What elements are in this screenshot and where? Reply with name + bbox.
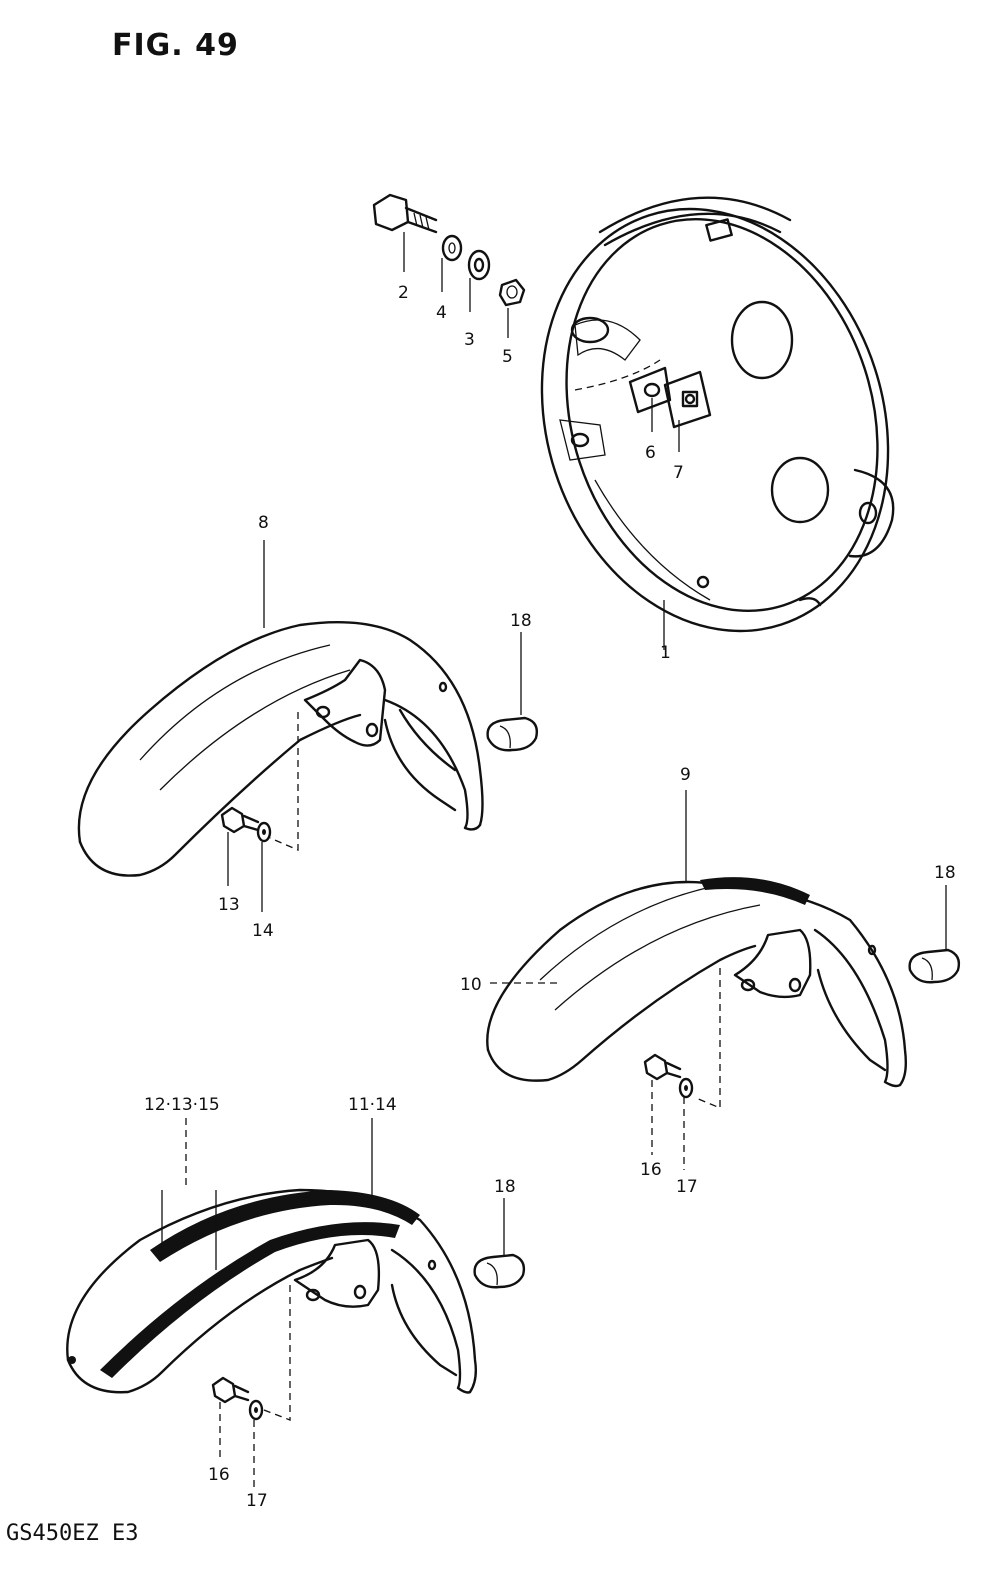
front-fender-9 xyxy=(486,877,908,1088)
callout-9: 9 xyxy=(680,765,691,785)
callout-1: 1 xyxy=(660,643,671,663)
lock-washer-4 xyxy=(441,234,463,262)
model-code: GS450EZ E3 xyxy=(6,1521,139,1546)
callout-3: 3 xyxy=(464,330,475,350)
cushion-18-c xyxy=(473,1253,526,1289)
nut-5 xyxy=(498,278,526,307)
callout-18-c: 18 xyxy=(494,1177,516,1197)
bracket-7 xyxy=(663,370,712,429)
front-fender-11 xyxy=(66,1188,478,1394)
callout-18-b: 18 xyxy=(934,863,956,883)
callout-17-c: 17 xyxy=(246,1491,268,1511)
callout-16-c: 16 xyxy=(208,1465,230,1485)
callout-2: 2 xyxy=(398,283,409,303)
callout-10: 10 xyxy=(460,975,482,995)
washer-17-b xyxy=(678,1077,694,1099)
leader-lines xyxy=(161,232,947,1488)
callout-4: 4 xyxy=(436,303,447,323)
bracket-6 xyxy=(628,366,672,414)
callout-8: 8 xyxy=(258,513,269,533)
callout-6: 6 xyxy=(645,443,656,463)
bolt-16-c xyxy=(211,1376,250,1404)
callout-17-b: 17 xyxy=(676,1177,698,1197)
callout-7: 7 xyxy=(673,463,684,483)
callout-18-a: 18 xyxy=(510,611,532,631)
callout-16-b: 16 xyxy=(640,1160,662,1180)
callout-13: 13 xyxy=(218,895,240,915)
cushion-18-a xyxy=(486,716,539,752)
cushion-18-b xyxy=(908,948,961,984)
front-fender-8 xyxy=(77,620,484,877)
callout-5: 5 xyxy=(502,347,513,367)
callout-12-13-15: 12·13·15 xyxy=(144,1095,220,1115)
callout-14: 14 xyxy=(252,921,274,941)
washer-14 xyxy=(256,821,272,843)
figure-title: FIG. 49 xyxy=(112,28,239,63)
washer-17-c xyxy=(248,1399,264,1421)
callout-11-14: 11·14 xyxy=(348,1095,397,1115)
headlight-housing xyxy=(540,196,895,633)
bolt-2 xyxy=(372,193,438,234)
bolt-16-b xyxy=(643,1053,682,1081)
bolt-13 xyxy=(220,806,260,834)
washer-3 xyxy=(467,249,491,281)
